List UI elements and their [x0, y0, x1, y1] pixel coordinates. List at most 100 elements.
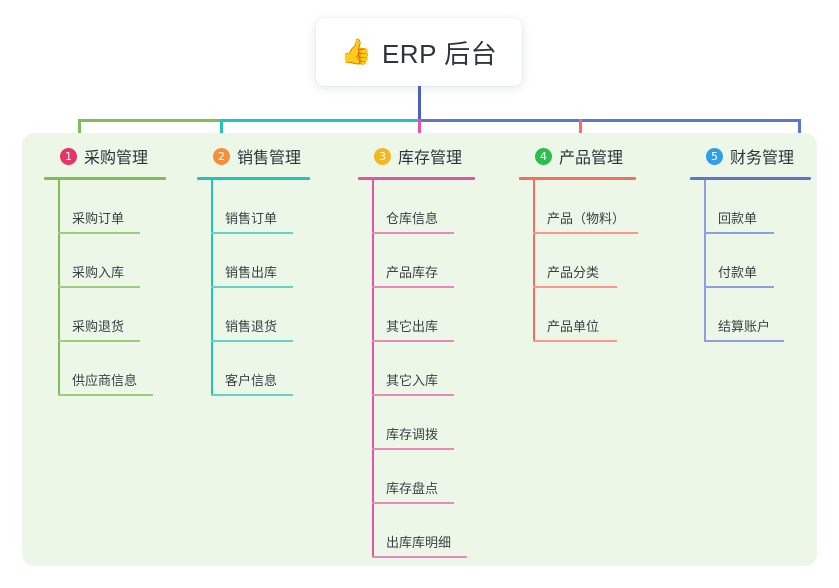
leaf-label: 客户信息 [225, 373, 278, 388]
leaf-underline [704, 286, 774, 288]
leaf-label: 其它出库 [386, 319, 439, 334]
leaf-node[interactable]: 库存盘点 [372, 450, 482, 504]
leaf-node[interactable]: 其它入库 [372, 342, 482, 396]
column-title-4: 产品管理 [559, 150, 624, 167]
column-spine-5 [704, 180, 706, 342]
leaf-node[interactable]: 供应商信息 [58, 342, 178, 396]
leaf-underline [372, 340, 454, 342]
leaf-node[interactable]: 销售退货 [211, 288, 321, 342]
leaf-underline [372, 556, 467, 558]
leaf-underline [372, 448, 454, 450]
leaf-label: 销售退货 [225, 319, 278, 334]
leaf-underline [211, 232, 293, 234]
column-purchase-management: 1 采购管理 采购订单 采购入库 采购退货 供应商信息 [44, 133, 194, 396]
leaf-node[interactable]: 产品单位 [533, 288, 643, 342]
column-title-2: 销售管理 [237, 150, 302, 167]
badge-number-3: 3 [374, 147, 391, 165]
leaf-label: 其它入库 [386, 373, 439, 388]
leaf-underline [533, 340, 617, 342]
leaf-node[interactable]: 库存调拨 [372, 396, 482, 450]
leaf-label: 销售出库 [225, 265, 278, 280]
leaf-node[interactable]: 客户信息 [211, 342, 321, 396]
leaf-label: 采购订单 [72, 211, 125, 226]
leaf-node[interactable]: 回款单 [704, 180, 804, 234]
leaf-node[interactable]: 产品（物料） [533, 180, 663, 234]
leaf-label: 销售订单 [225, 211, 278, 226]
leaf-node[interactable]: 付款单 [704, 234, 804, 288]
leaf-node[interactable]: 其它出库 [372, 288, 482, 342]
leaf-underline [533, 286, 617, 288]
leaf-label: 产品分类 [547, 265, 600, 280]
leaf-underline [372, 502, 454, 504]
column-header-4[interactable]: 4 产品管理 [519, 133, 689, 179]
badge-number-1: 1 [60, 147, 77, 165]
column-header-5[interactable]: 5 财务管理 [690, 133, 839, 179]
column-underline-3 [358, 177, 475, 180]
leaf-underline [211, 340, 293, 342]
bus-segment-blue [418, 119, 801, 122]
leaf-node[interactable]: 销售订单 [211, 180, 321, 234]
column-underline-2 [197, 177, 310, 180]
column-spine-3 [372, 180, 374, 558]
badge-number-5: 5 [706, 147, 723, 165]
leaf-underline [372, 232, 454, 234]
leaf-node[interactable]: 销售出库 [211, 234, 321, 288]
root-node-erp-backend[interactable]: 👍 ERP 后台 [316, 18, 522, 86]
trunk-vertical-line [418, 86, 421, 119]
leaf-label: 采购入库 [72, 265, 125, 280]
leaf-node[interactable]: 采购订单 [58, 180, 168, 234]
leaf-node[interactable]: 产品库存 [372, 234, 482, 288]
leaf-underline [704, 340, 784, 342]
column-header-1[interactable]: 1 采购管理 [44, 133, 194, 179]
leaf-underline [372, 394, 454, 396]
column-inventory-management: 3 库存管理 仓库信息 产品库存 其它出库 其它入库 库存调拨 [358, 133, 518, 558]
bus-segment-teal [220, 119, 418, 122]
leaf-label: 付款单 [718, 265, 758, 280]
leaf-label: 采购退货 [72, 319, 125, 334]
leaf-underline [211, 286, 293, 288]
leaf-underline [58, 394, 153, 396]
leaf-label: 库存盘点 [386, 481, 439, 496]
column-title-5: 财务管理 [730, 150, 795, 167]
column-header-3[interactable]: 3 库存管理 [358, 133, 518, 179]
leaf-node[interactable]: 仓库信息 [372, 180, 482, 234]
column-header-2[interactable]: 2 销售管理 [197, 133, 347, 179]
column-title-1: 采购管理 [84, 150, 149, 167]
column-spine-4 [533, 180, 535, 342]
column-product-management: 4 产品管理 产品（物料） 产品分类 产品单位 [519, 133, 689, 342]
leaf-underline [58, 340, 140, 342]
leaf-label: 产品库存 [386, 265, 439, 280]
column-spine-2 [211, 180, 213, 396]
leaf-underline [372, 286, 454, 288]
thumbs-up-icon: 👍 [340, 37, 372, 66]
leaf-label: 结算账户 [718, 319, 771, 334]
leaf-underline [211, 394, 293, 396]
badge-number-2: 2 [213, 147, 230, 165]
leaf-label: 回款单 [718, 211, 758, 226]
page-title: ERP 后台 [381, 38, 498, 69]
leaf-node[interactable]: 产品分类 [533, 234, 643, 288]
leaf-node[interactable]: 采购入库 [58, 234, 168, 288]
column-finance-management: 5 财务管理 回款单 付款单 结算账户 [690, 133, 839, 342]
leaf-label: 产品单位 [547, 319, 600, 334]
leaf-node[interactable]: 结算账户 [704, 288, 814, 342]
leaf-label: 库存调拨 [386, 427, 439, 442]
leaf-label: 仓库信息 [386, 211, 439, 226]
column-underline-1 [44, 177, 166, 180]
leaf-label: 出库库明细 [386, 535, 452, 550]
leaf-underline [704, 232, 774, 234]
leaf-underline [58, 232, 140, 234]
column-underline-4 [519, 177, 636, 180]
bus-segment-green [78, 119, 220, 122]
column-underline-5 [690, 177, 811, 180]
leaf-node[interactable]: 出库库明细 [372, 504, 492, 558]
diagram-panel: 1 采购管理 采购订单 采购入库 采购退货 供应商信息 [22, 133, 817, 566]
column-sales-management: 2 销售管理 销售订单 销售出库 销售退货 客户信息 [197, 133, 347, 396]
column-spine-1 [58, 180, 60, 396]
leaf-label: 产品（物料） [547, 211, 626, 226]
leaf-node[interactable]: 采购退货 [58, 288, 168, 342]
leaf-underline [533, 232, 638, 234]
badge-number-4: 4 [535, 147, 552, 165]
leaf-label: 供应商信息 [72, 373, 138, 388]
